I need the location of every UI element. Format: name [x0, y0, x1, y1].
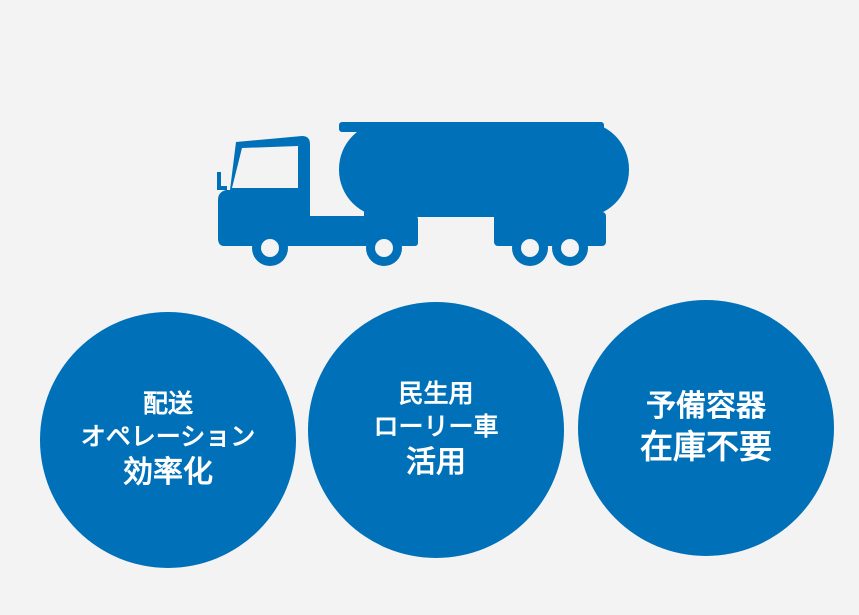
benefit-line: 効率化	[123, 455, 213, 490]
benefit-line: 在庫不要	[640, 427, 772, 467]
benefit-line: オペレーション	[80, 421, 256, 451]
benefit-circle-lorry: 民生用 ローリー車 活用	[308, 302, 564, 558]
benefit-line: 活用	[406, 445, 466, 480]
benefit-line: 配送	[142, 389, 193, 418]
benefit-line: 民生用	[398, 379, 474, 408]
tank-truck-icon	[217, 122, 629, 266]
benefit-line: 予備容器	[646, 389, 766, 425]
benefit-circle-delivery: 配送 オペレーション 効率化	[40, 312, 296, 568]
benefit-circle-inventory: 予備容器 在庫不要	[578, 300, 834, 556]
benefit-line: ローリー車	[373, 411, 499, 441]
